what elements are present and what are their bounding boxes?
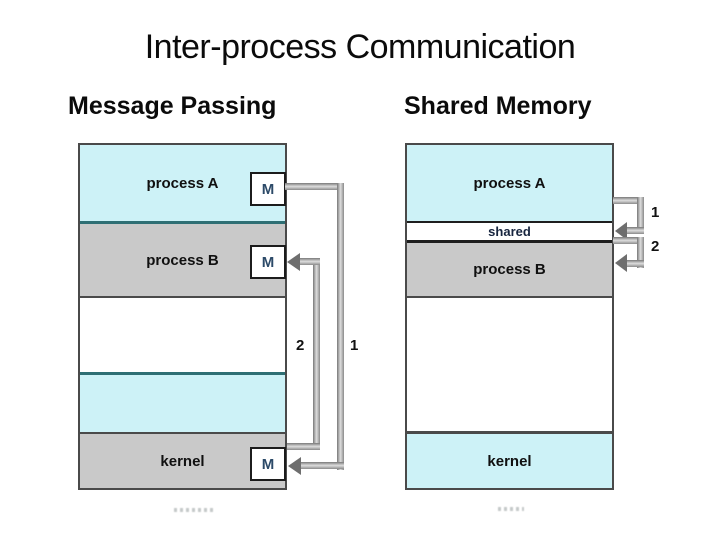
arrow-a-to-shared-path — [613, 197, 644, 204]
band-kernel: kernel — [407, 434, 612, 488]
kernel-label: kernel — [487, 452, 532, 470]
heading-message-passing: Message Passing — [68, 92, 277, 120]
message-passing-diagram: process A process B kernel M M M — [78, 143, 287, 490]
band-process-b: process B — [80, 224, 285, 296]
band-process-a: process A — [407, 145, 612, 221]
arrow-kernel-to-b-path — [287, 443, 320, 450]
band-empty-white — [407, 298, 612, 431]
arrow-shared-to-b-path — [613, 237, 644, 244]
step-label-1: 1 — [651, 204, 660, 221]
page-title: Inter-process Communication — [144, 28, 576, 66]
message-box-process-a: M — [250, 172, 286, 206]
divider — [407, 240, 612, 243]
band-empty-white — [80, 298, 285, 372]
band-process-b: process B — [407, 243, 612, 296]
divider — [80, 432, 285, 434]
heading-shared-memory: Shared Memory — [404, 92, 592, 120]
divider — [80, 221, 285, 224]
step-label-2: 2 — [296, 337, 305, 354]
arrow-a-to-shared-path — [637, 197, 644, 234]
step-label-1: 1 — [350, 337, 359, 354]
arrow-a-to-kernel-path — [285, 183, 337, 190]
message-box-kernel: M — [250, 447, 286, 481]
arrowhead-into-process-b-icon — [615, 254, 627, 272]
shared-label: shared — [488, 224, 531, 239]
arrow-shared-to-b-path — [627, 260, 644, 267]
divider — [80, 296, 285, 298]
caption-smudge-right — [498, 507, 524, 511]
arrowhead-into-shared-icon — [615, 222, 627, 240]
divider — [407, 296, 612, 298]
arrow-a-to-kernel-path — [301, 462, 344, 469]
process-b-label: process B — [473, 261, 546, 278]
caption-smudge-left — [174, 508, 216, 512]
arrowhead-into-kernel-icon — [288, 457, 301, 475]
step-label-2: 2 — [651, 238, 660, 255]
arrow-kernel-to-b-path — [313, 258, 320, 448]
band-shared: shared — [407, 223, 612, 240]
shared-memory-diagram: process A shared process B kernel — [405, 143, 614, 490]
arrow-kernel-to-b-path — [300, 258, 320, 265]
band-empty-cyan — [80, 375, 285, 432]
arrow-a-to-shared-path — [627, 227, 644, 234]
divider — [407, 221, 612, 223]
process-a-label: process A — [473, 174, 546, 192]
message-box-process-b: M — [250, 245, 286, 279]
arrow-a-to-kernel-path — [337, 183, 344, 470]
process-b-label: process B — [146, 251, 219, 269]
divider — [80, 372, 285, 375]
arrowhead-into-process-b-icon — [287, 253, 300, 271]
kernel-label: kernel — [160, 452, 205, 470]
process-a-label: process A — [146, 174, 219, 192]
divider — [407, 431, 612, 434]
arrow-shared-to-b-path — [637, 237, 644, 268]
